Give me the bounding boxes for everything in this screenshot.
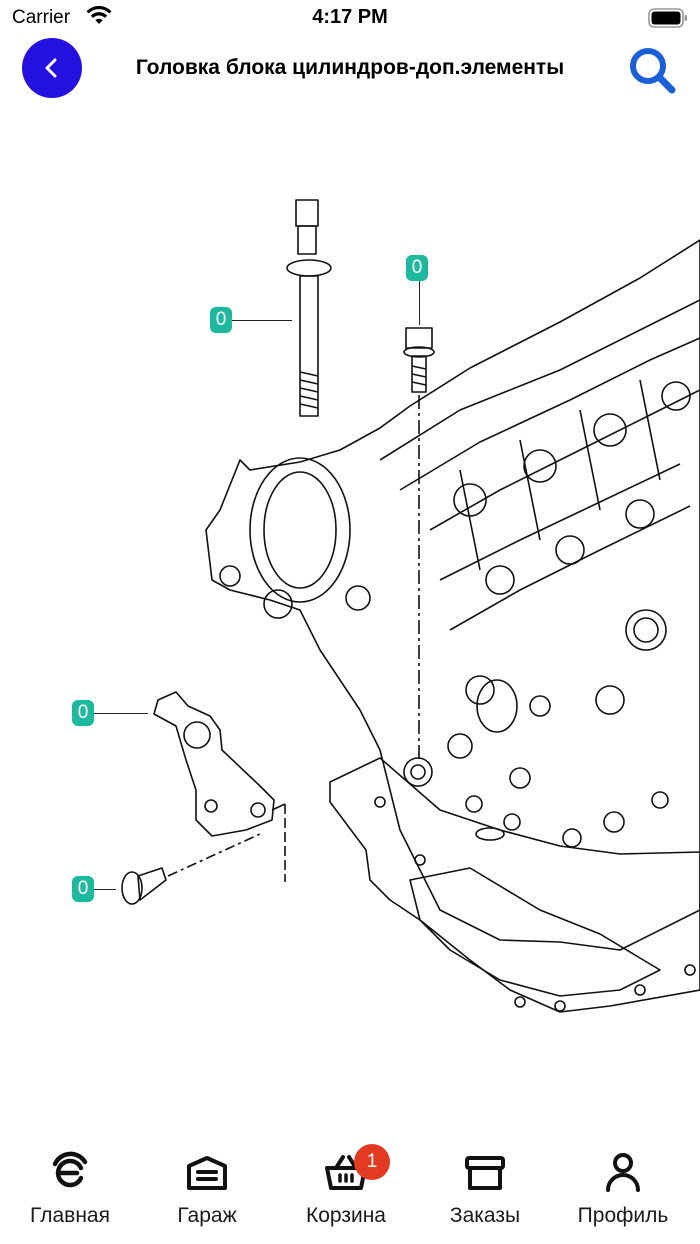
- callout-leader-line: [94, 889, 116, 890]
- carrier-label: Carrier: [12, 7, 71, 28]
- tab-cart[interactable]: 1 Корзина: [276, 1138, 416, 1244]
- page-title: Головка блока цилиндров-доп.элементы: [135, 56, 565, 79]
- tab-garage[interactable]: Гараж: [137, 1138, 277, 1244]
- callout-leader-line: [419, 281, 420, 325]
- status-bar: Carrier 4:17 PM: [0, 0, 700, 36]
- cylinder-head-drawing: [121, 199, 700, 1013]
- wifi-icon: [86, 6, 112, 24]
- tab-orders[interactable]: Заказы: [415, 1138, 555, 1244]
- tab-garage-label: Гараж: [177, 1204, 237, 1227]
- callout-leader-line: [94, 713, 148, 714]
- tab-cart-label: Корзина: [306, 1204, 386, 1227]
- callout-leader-line: [232, 320, 292, 321]
- profile-icon: [606, 1153, 640, 1192]
- part-callout[interactable]: 0: [72, 700, 94, 726]
- cart-badge: 1: [354, 1144, 390, 1180]
- parts-diagram: 0 0 0 0: [0, 110, 700, 1120]
- tab-profile[interactable]: Профиль: [553, 1138, 693, 1244]
- battery-icon: [648, 8, 687, 28]
- back-button[interactable]: [22, 38, 82, 98]
- tab-profile-label: Профиль: [577, 1204, 669, 1227]
- part-callout[interactable]: 0: [72, 876, 94, 902]
- tab-home[interactable]: Главная: [0, 1138, 140, 1244]
- garage-icon: [187, 1156, 227, 1190]
- part-callout[interactable]: 0: [210, 307, 232, 333]
- orders-box-icon: [465, 1156, 505, 1190]
- tab-orders-label: Заказы: [449, 1204, 521, 1227]
- chevron-left-icon: [45, 58, 57, 78]
- part-callout[interactable]: 0: [406, 255, 428, 281]
- bottom-tab-bar: Главная Гараж 1 Корзина Заказы Профиль: [0, 1138, 700, 1244]
- home-logo-icon: [52, 1151, 88, 1188]
- status-time: 4:17 PM: [312, 6, 388, 28]
- tab-home-label: Главная: [30, 1204, 110, 1227]
- search-icon: [630, 48, 676, 94]
- search-button[interactable]: [624, 42, 680, 98]
- navigation-header: Головка блока цилиндров-доп.элементы: [0, 36, 700, 100]
